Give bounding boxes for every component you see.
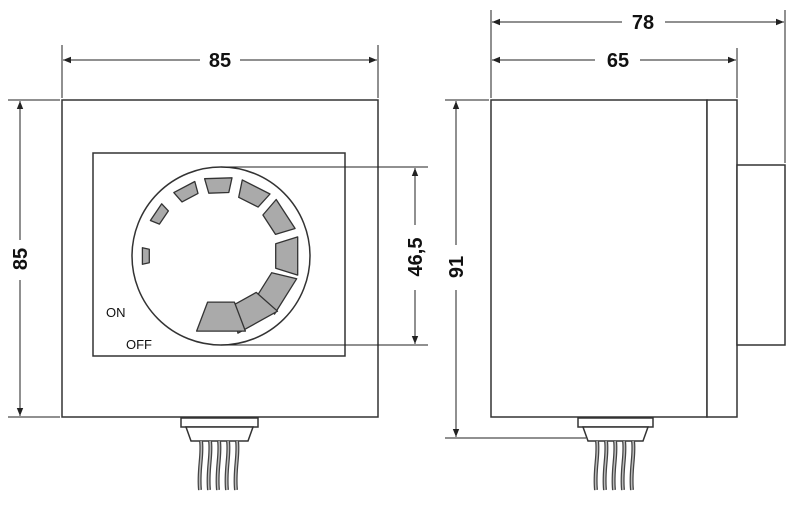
wire <box>225 440 230 491</box>
dial-segments <box>141 177 299 334</box>
wire <box>603 440 608 491</box>
off-label: OFF <box>126 337 152 352</box>
dial-segment <box>173 180 199 203</box>
dial-segment <box>262 198 296 236</box>
dial-segment <box>195 301 247 332</box>
wire <box>594 440 599 491</box>
side-height-dimension: 91 <box>446 256 468 278</box>
front-width-dimension: 85 <box>209 50 231 72</box>
wire <box>612 440 617 491</box>
side-view: 78 65 91 <box>445 10 786 491</box>
dial-segment <box>149 203 170 225</box>
wire <box>630 440 635 491</box>
front-view: ON OFF 85 85 46,5 <box>8 45 428 491</box>
front-height-dimension: 85 <box>10 248 32 270</box>
dial-diameter-dimension: 46,5 <box>405 238 427 277</box>
on-label: ON <box>106 305 126 320</box>
wire <box>621 440 626 491</box>
side-housing <box>490 99 708 418</box>
side-connector <box>577 417 654 491</box>
body-depth-dimension: 65 <box>607 50 629 72</box>
dial-segment <box>141 247 150 265</box>
wire <box>207 440 212 491</box>
front-connector <box>180 417 259 491</box>
side-knob <box>736 164 786 346</box>
total-depth-dimension: 78 <box>632 12 654 34</box>
dial-segment <box>275 236 299 276</box>
side-front-plate <box>706 99 738 418</box>
wire <box>216 440 221 491</box>
wire <box>198 440 203 491</box>
wire <box>234 440 239 491</box>
dial-segment <box>238 179 271 208</box>
dial-segment <box>203 177 233 194</box>
